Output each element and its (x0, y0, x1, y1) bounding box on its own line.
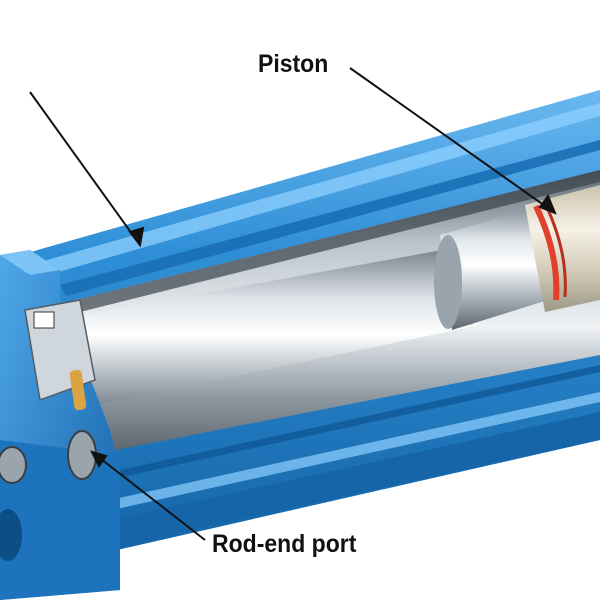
rod-end-head (0, 250, 120, 600)
rod-end-port-label: Rod-end port (212, 530, 357, 558)
piston (434, 185, 600, 330)
piston-label: Piston (258, 50, 329, 78)
leader-lines (29, 67, 557, 541)
